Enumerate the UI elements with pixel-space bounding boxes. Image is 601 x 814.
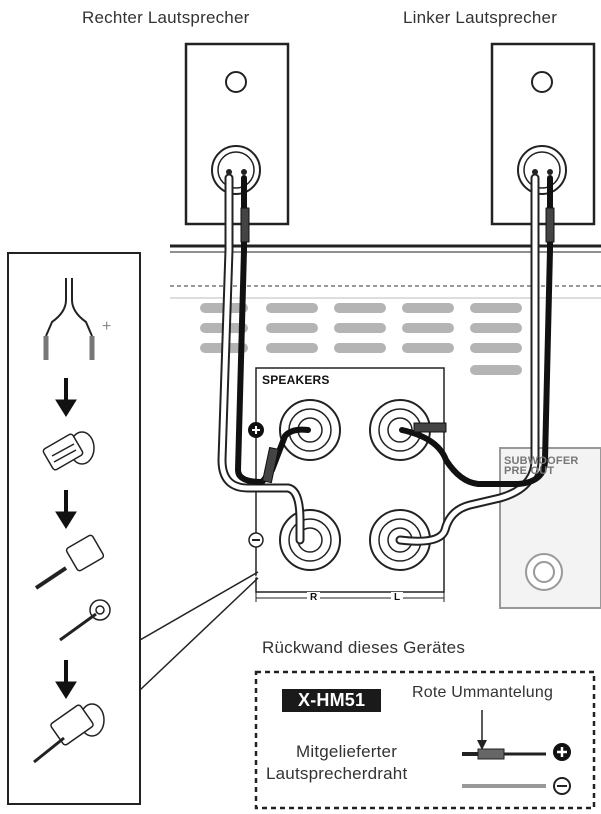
model-badge: X-HM51 <box>282 689 382 712</box>
plus-circle-icon <box>248 422 264 438</box>
minus-circle-icon <box>248 532 264 548</box>
left-speaker-label: Linker Lautsprecher <box>403 8 558 27</box>
left-speaker-icon <box>490 42 596 226</box>
terminal-l-label: L <box>391 592 404 603</box>
subwoofer-pre-out-box <box>499 447 601 609</box>
supplied-cable-label-line2: Lautsprecherdraht <box>266 764 408 783</box>
supplied-cable-label-line1: Mitgelieferter <box>296 742 398 761</box>
subwoofer-label: SUBWOOFER PRE OUT <box>504 455 579 477</box>
speakers-panel-label: SPEAKERS <box>262 373 330 387</box>
rca-jack-icon <box>533 561 555 583</box>
plus-mark: + <box>102 318 112 335</box>
back-panel-label: Rückwand dieses Gerätes <box>262 638 466 657</box>
terminal-r-label: R <box>307 592 321 603</box>
left-speaker-wires <box>395 173 555 546</box>
right-speaker-label: Rechter Lautsprecher <box>82 8 250 27</box>
right-speaker-wires <box>217 173 311 545</box>
arrow-down-icon <box>55 378 77 699</box>
binding-post-unscrew-icon <box>42 431 95 471</box>
wire-insert-icon <box>34 534 111 642</box>
red-sheath-label: Rote Ummantelung <box>412 684 554 701</box>
right-speaker-icon <box>184 42 290 226</box>
vent-slots <box>200 303 522 375</box>
instruction-panel <box>7 252 262 805</box>
split-cable-icon <box>43 278 95 360</box>
binding-post-tightened-icon <box>33 703 105 764</box>
